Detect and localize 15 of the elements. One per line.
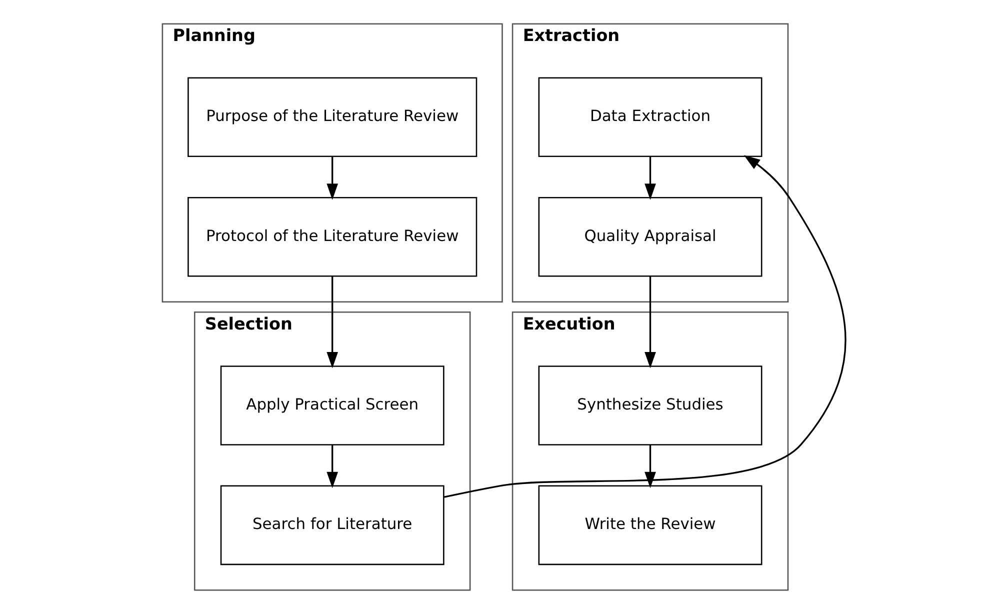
arrow	[326, 444, 338, 488]
node-box: Quality Appraisal	[538, 196, 762, 277]
node-box: Search for Literature	[220, 485, 444, 566]
arrow	[326, 156, 338, 200]
arrow	[444, 155, 846, 498]
arrow	[644, 444, 656, 488]
node-box: Purpose of the Literature Review	[188, 77, 478, 158]
node-box: Synthesize Studies	[538, 366, 762, 446]
node-box: Protocol of the Literature Review	[188, 196, 478, 277]
node-box: Write the Review	[538, 485, 762, 566]
node-box: Data Extraction	[538, 77, 762, 158]
arrow	[326, 276, 338, 368]
node-box: Apply Practical Screen	[220, 366, 444, 446]
arrow	[644, 156, 656, 200]
arrow	[644, 276, 656, 368]
